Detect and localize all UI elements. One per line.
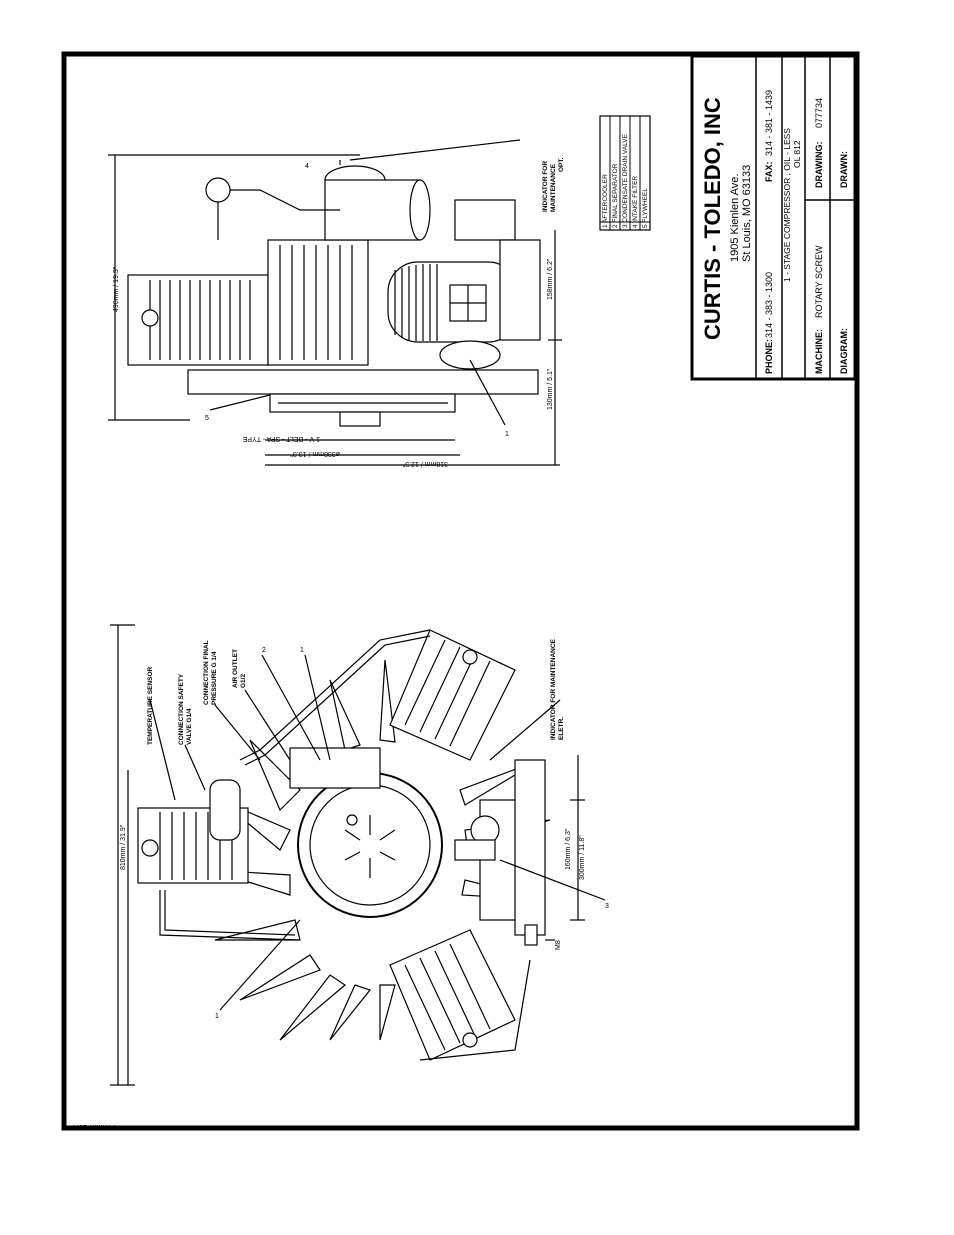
- label-air-outlet-line-2: G1/2: [240, 674, 247, 688]
- dim-side-total: 318mm / 12.5": [402, 460, 448, 467]
- dim-side-height: 496mm / 19.3": [113, 266, 120, 312]
- phone-label: PHONE:: [764, 339, 774, 374]
- front-view: [110, 624, 606, 1086]
- legend-item-flywheel: 5 FLYWHEEL: [642, 188, 649, 228]
- cylinder-left: [137, 779, 249, 884]
- dim-front-160: 160mm / 6.3": [565, 828, 572, 870]
- side-view-labels: 496mm / 19.3" 1 V - BELT - SPA - TYPE ø3…: [113, 157, 565, 467]
- front-view-labels: 810mm / 31.9" 747mm / 29.4" 160mm / 6.3"…: [70, 638, 609, 1130]
- diagram-label: DIAGRAM:: [839, 328, 849, 374]
- indicator-label-line-2: MAINTENANCE: [550, 163, 557, 212]
- machine-value: ROTARY SCREW: [814, 245, 824, 318]
- front-callout-2: 2: [262, 647, 266, 654]
- label-final-pressure-line-2: PRESSURE G 1/4: [211, 651, 218, 705]
- label-maintenance-line-2: ELETR.: [558, 717, 565, 740]
- fax-label: FAX:: [764, 161, 774, 182]
- parts-legend: 1 AFTERCOOLER 2 FINAL SEPARATOR 3 CONDEN…: [599, 115, 651, 231]
- label-maintenance-line-1: INDICATOR FOR MAINTENANCE: [550, 638, 557, 740]
- label-safety-valve-line-1: CONNECTION SAFETY: [178, 673, 185, 745]
- legend-item-condensate-drain-valve: 3 CONDENSATE DRAIN VALVE: [622, 133, 629, 228]
- front-callout-1b: 1: [300, 647, 304, 654]
- drawing-number: 077734: [814, 98, 824, 128]
- front-callout-3: 3: [605, 903, 609, 910]
- fax-value: 314 - 381 - 1439: [764, 90, 774, 156]
- label-final-pressure-line-1: CONNECTION FINAL: [203, 640, 210, 705]
- legend-item-aftercooler: 1 AFTERCOOLER: [602, 174, 609, 228]
- phone-value: 314 - 383 - 1300: [764, 272, 774, 338]
- label-safety-valve-line-2: VALVE G1/4: [186, 708, 193, 745]
- dim-front-height: 747mm / 29.4": [70, 1123, 116, 1130]
- intake-filter: [324, 160, 431, 241]
- side-view: [108, 139, 562, 466]
- flywheel: [187, 369, 539, 395]
- cylinder-upper-right: [289, 629, 516, 789]
- dim-side-upper: 158mm / 6.2": [547, 258, 554, 300]
- cylinder-lower-right: [389, 929, 516, 1061]
- front-callout-1a: 1: [215, 1013, 219, 1020]
- side-callout-5: 5: [205, 415, 209, 422]
- legend-item-intake-filter: 4 INTAKE FILTER: [632, 176, 639, 228]
- drawn-label: DRAWN:: [839, 151, 849, 188]
- title-block: CURTIS - TOLEDO, INC 1905 Kienlen Ave. S…: [690, 54, 857, 381]
- machine-label: MACHINE:: [814, 329, 824, 374]
- dim-belt-type: 1 V - BELT - SPA - TYPE: [242, 435, 320, 442]
- dim-belt-diameter: ø338mm / 13.3": [290, 450, 340, 457]
- cooler-block: [267, 239, 369, 366]
- dim-front-300: 300mm / 11.8": [579, 835, 586, 880]
- sheet-border: [61, 51, 860, 1131]
- dim-front-width: 810mm / 31.9": [120, 824, 127, 870]
- indicator-label-line-3: OPT.: [558, 157, 565, 172]
- side-callout-4: 4: [305, 163, 309, 170]
- label-m8: M8: [555, 940, 562, 950]
- description-line-2: OL 812: [792, 140, 802, 168]
- dim-side-lower: 130mm / 5.1": [547, 368, 554, 410]
- indicator-label-line-1: INDICATOR FOR: [542, 161, 549, 212]
- label-air-outlet-line-1: AIR OUTLET: [232, 649, 239, 688]
- address-line-2: St Louis, MO 63133: [741, 165, 753, 262]
- cylinder-fins-left: [127, 274, 269, 366]
- aftercooler-coil: [387, 261, 519, 343]
- company-name: CURTIS - TOLEDO, INC: [700, 97, 725, 340]
- legend-item-final-separator: 2 FINAL SEPARATOR: [612, 163, 619, 228]
- label-temperature-sensor: TEMPERATURE SENSOR: [147, 666, 154, 745]
- description-line-1: 1 - STAGE COMPRESSOR , OIL - LESS: [782, 128, 792, 282]
- side-callout-1: 1: [505, 431, 509, 438]
- drawing-label: DRAWING:: [814, 142, 824, 189]
- address-line-1: 1905 Kienlen Ave.: [729, 174, 741, 262]
